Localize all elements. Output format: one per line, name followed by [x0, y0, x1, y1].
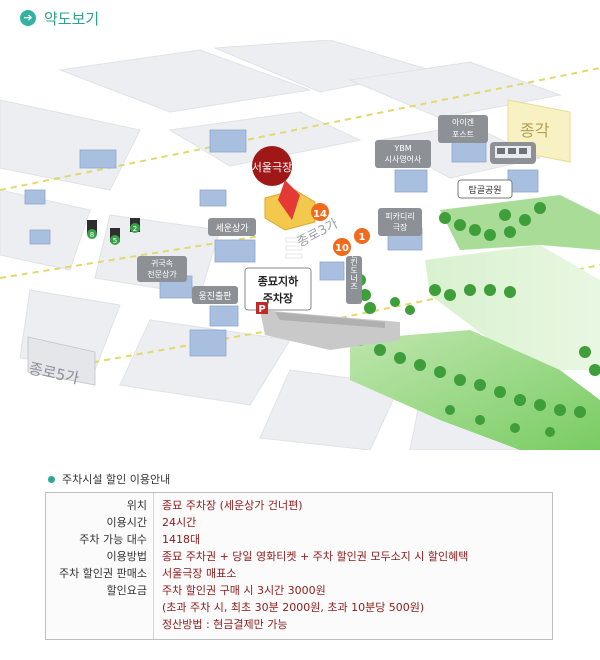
jongno5ga-sign	[27, 336, 96, 386]
crosswalk	[285, 237, 303, 259]
park-lower	[350, 330, 600, 450]
info-row: 위치 종묘 주차장 (세운상가 건너편)	[46, 493, 552, 514]
info-label: 주차 할인권 판매소	[46, 565, 154, 582]
ybm-label-2: 시사영어사	[385, 154, 422, 164]
info-value: (초과 주차 시, 최초 30분 2000원, 초과 10분당 500원)	[162, 601, 425, 614]
exit-5: 5	[113, 237, 117, 245]
exit-10: 10	[335, 243, 349, 254]
info-value: 주차 할인권 구매 시 3시간 3000원	[162, 584, 326, 597]
parking-label-2: 주차장	[263, 291, 293, 305]
info-value: 종묘 주차권 + 당일 영화티켓 + 주차 할인권 모두소지 시 할인혜택	[162, 550, 469, 563]
aigen-post-label-1: 아이겐	[452, 117, 474, 127]
exit-14: 14	[313, 209, 327, 220]
station-exits: 14 10 1 8 5 2	[87, 203, 370, 256]
parking-label-1: 종묘지하	[258, 274, 299, 288]
page-title: 약도보기	[44, 9, 100, 28]
tapgol-label: 탑골공원	[468, 184, 501, 196]
info-label: 할인요금	[46, 582, 154, 599]
info-row: (초과 주차 시, 최초 30분 2000원, 초과 10분당 500원)	[46, 599, 552, 616]
section-title: 주차시설 할인 이용안내	[48, 471, 170, 487]
info-label: 위치	[46, 493, 154, 514]
exit-1: 1	[359, 232, 366, 243]
info-row: 할인요금 주차 할인권 구매 시 3시간 3000원	[46, 582, 552, 599]
info-row: 주차 할인권 판매소 서울극장 매표소	[46, 565, 552, 582]
info-label: 이용시간	[46, 514, 154, 531]
jonggak-label: 종각	[520, 121, 550, 140]
arrow-right-icon: ➔	[20, 10, 36, 26]
info-row: 주차 가능 대수 1418대	[46, 531, 552, 548]
aigen-post-label-2: 포스트	[452, 130, 474, 139]
info-label	[46, 616, 154, 639]
info-label: 주차 가능 대수	[46, 531, 154, 548]
piccadilly-label-1: 피카디리	[385, 212, 414, 221]
info-row: 이용시간 24시간	[46, 514, 552, 531]
info-row: 정산방법 : 현금결제만 가능	[46, 616, 552, 639]
info-value: 종묘 주차장 (세운상가 건너편)	[162, 499, 303, 512]
info-value: 24시간	[162, 516, 197, 529]
seoul-theater-label: 서울극장	[252, 161, 292, 174]
theater-star-icon	[278, 180, 300, 220]
page-header: ➔ 약도보기	[20, 6, 99, 30]
bus-icon	[490, 142, 536, 164]
callouts: 아이겐 포스트 YBM 시사영어사 탑골공원 피카디리 극장 던킨도너츠 세운상…	[137, 115, 513, 304]
park-upper	[425, 245, 600, 370]
location-map: 종각 종로5가 종로3가 서울극장 14 10 1 8 5 2 아이겐 포스트 …	[0, 40, 600, 450]
exit-2: 2	[133, 225, 137, 233]
piccadilly-label-2: 극장	[393, 222, 408, 232]
ybm-label-1: YBM	[393, 144, 411, 153]
parking-callout: 종묘지하 주차장 P	[244, 267, 312, 315]
theater-marker	[252, 146, 292, 186]
sewoon-label: 세운상가	[215, 223, 248, 234]
info-value: 정산방법 : 현금결제만 가능	[162, 618, 288, 631]
bullet-icon	[48, 475, 55, 483]
info-row: 이용방법 종묘 주차권 + 당일 영화티켓 + 주차 할인권 모두소지 시 할인혜…	[46, 548, 552, 565]
info-value: 서울극장 매표소	[162, 567, 237, 580]
info-value: 1418대	[162, 533, 201, 546]
dunkin-label: 던킨도너츠	[350, 249, 359, 290]
ungjin-label: 웅진출판	[198, 291, 231, 302]
exit-8: 8	[90, 231, 94, 239]
parking-p-icon: P	[258, 304, 265, 315]
info-label: 이용방법	[46, 548, 154, 565]
jewelry-label-1: 귀국속	[151, 258, 173, 268]
info-label	[46, 599, 154, 616]
jewelry-label-2: 전문상가	[147, 269, 177, 279]
